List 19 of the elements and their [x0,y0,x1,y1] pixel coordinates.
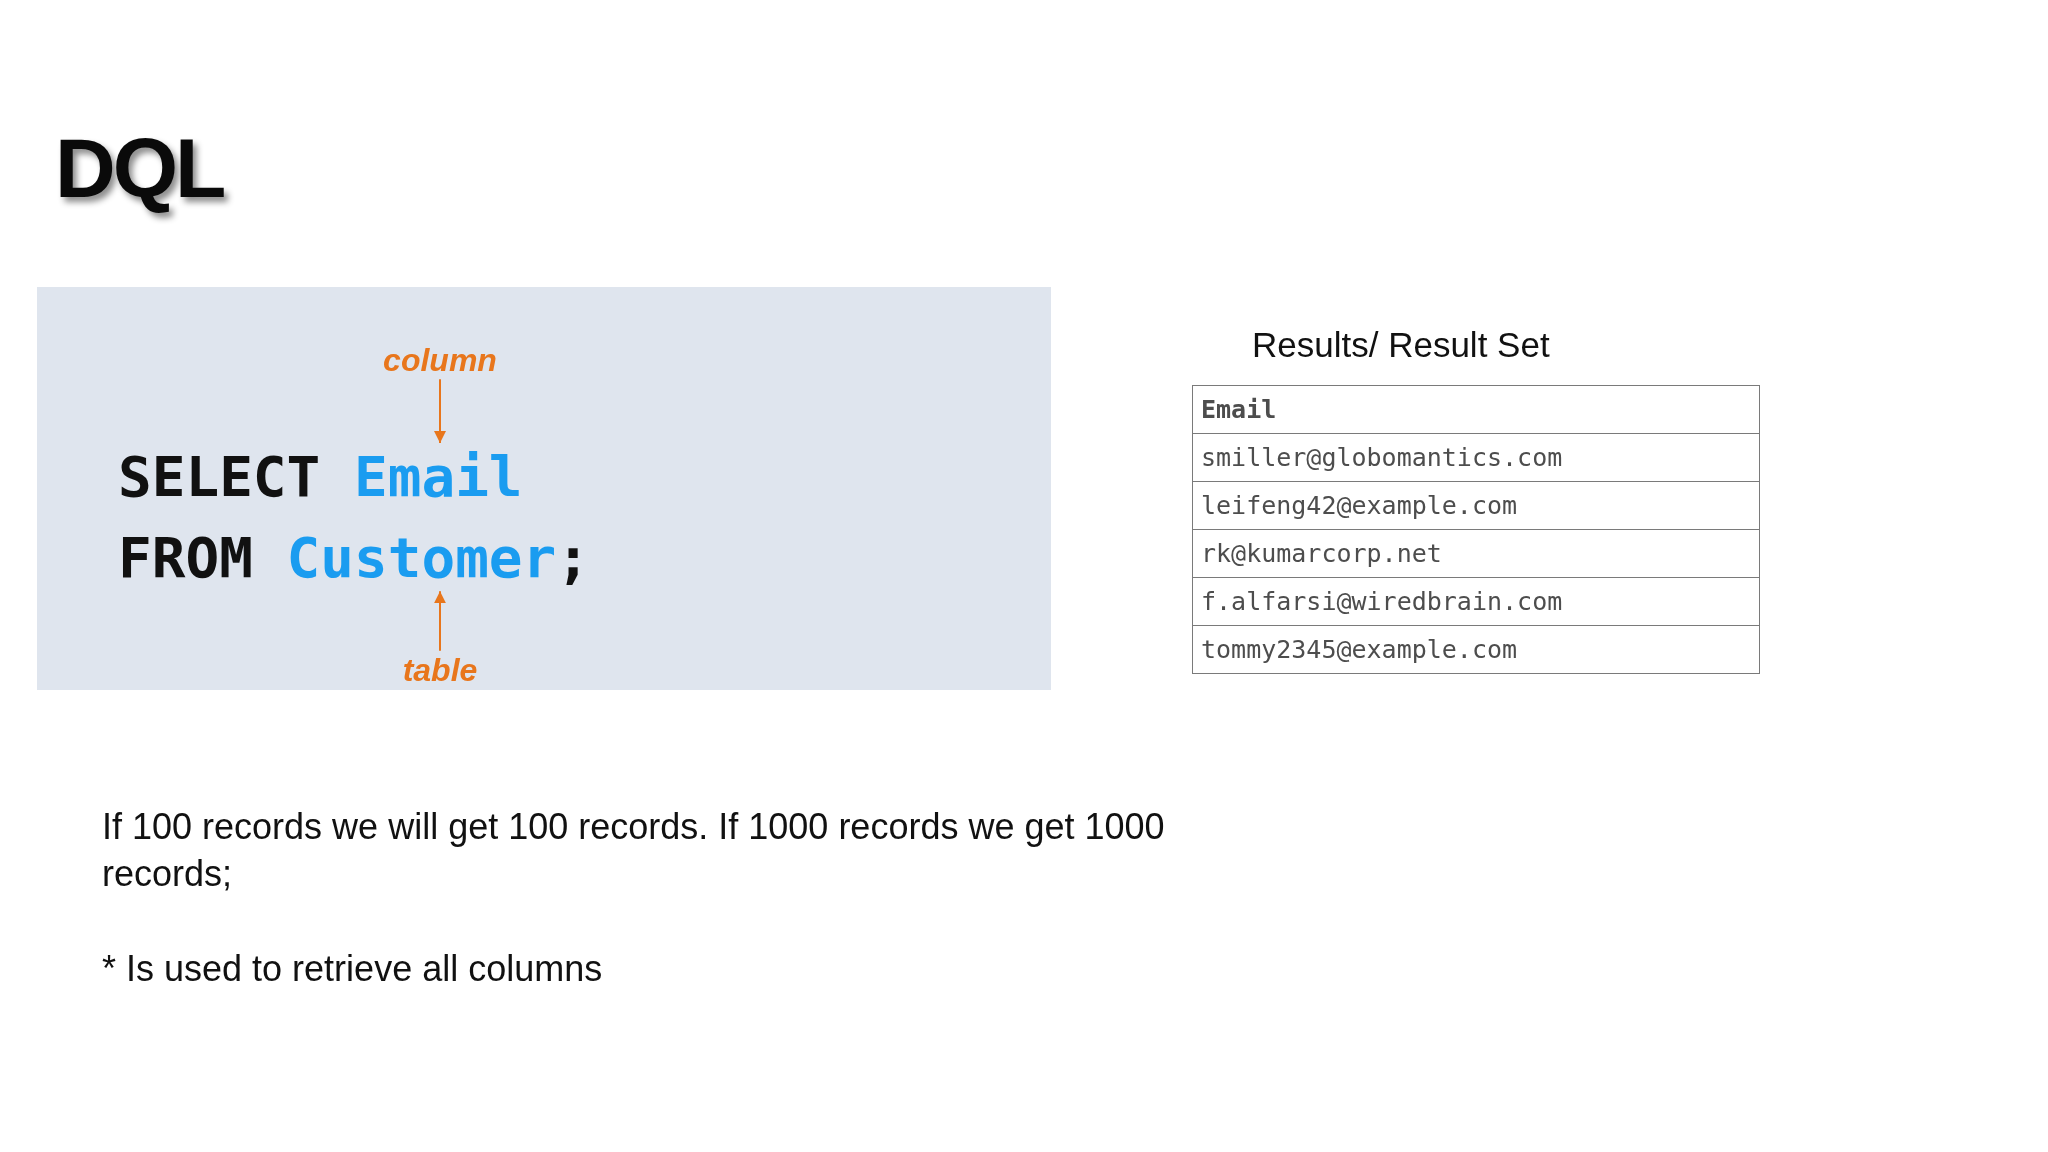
code-identifier: Customer [286,524,557,592]
annotation-label: column [383,340,497,380]
annotation-label: table [402,650,478,690]
code-punctuation: ; [556,524,590,592]
leader-arrow [434,378,446,444]
leader-arrow [434,590,446,652]
data-cell: f.alfarsi@wiredbrain.com [1192,577,1760,626]
header-cell: Email [1192,385,1760,434]
code-identifier: Email [354,443,523,511]
code-keyword: SELECT [118,443,321,511]
code-keyword: FROM [118,524,253,592]
table-heading: Results/ Result Set [1252,324,1550,366]
data-cell: rk@kumarcorp.net [1192,529,1760,578]
body-text: If 100 records we will get 100 records. If 1000 records we get 1000 records; [102,805,1166,896]
data-cell: tommy2345@example.com [1192,625,1760,674]
data-cell: smiller@globomantics.com [1192,433,1760,482]
data-cell: leifeng42@example.com [1192,481,1760,530]
body-text: * Is used to retrieve all columns [102,947,604,991]
code-panel [37,287,1051,690]
